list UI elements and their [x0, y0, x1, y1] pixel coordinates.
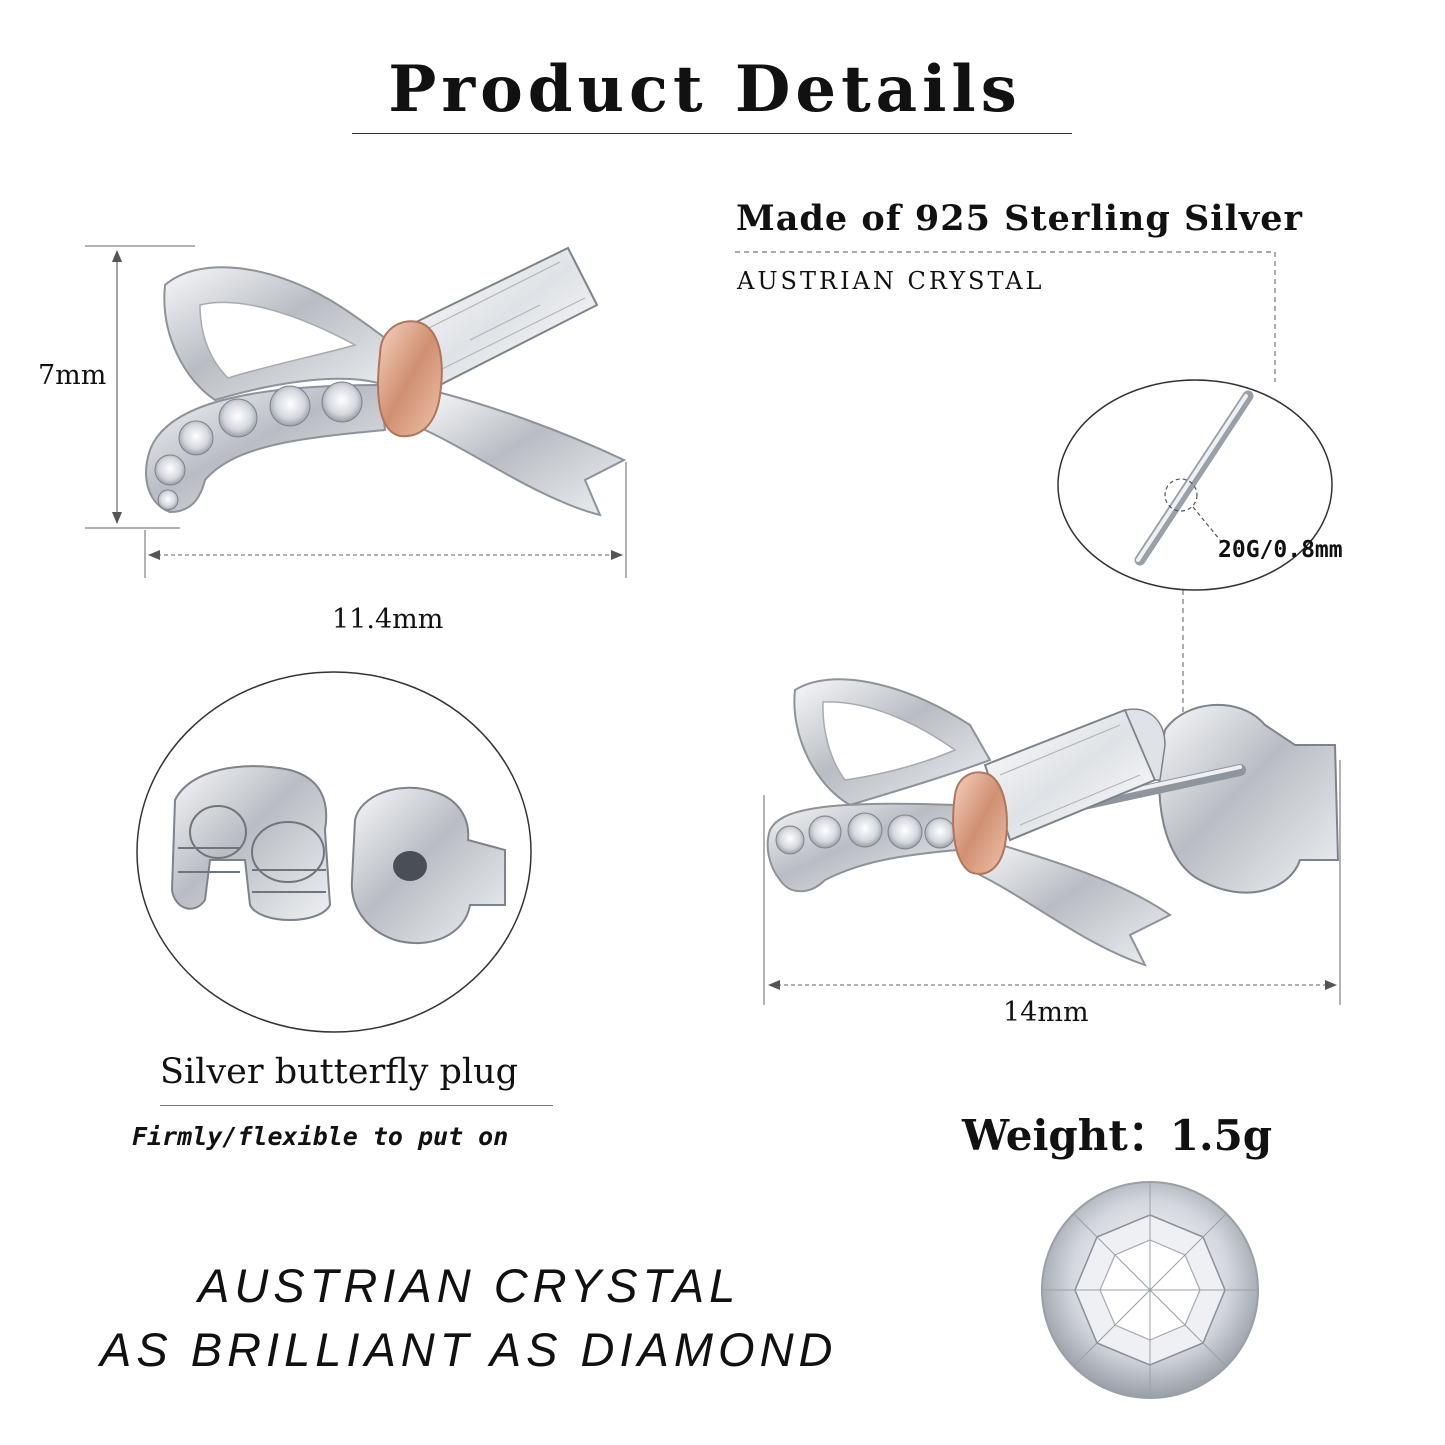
butterfly-plug-circle: [136, 671, 532, 1033]
crystal-tagline-line1: AUSTRIAN CRYSTAL: [198, 1259, 741, 1312]
weight-label: Weight：1.5g: [962, 1111, 1273, 1160]
material-title: Made of 925 Sterling Silver: [736, 198, 1303, 239]
crystal-tagline-line2: AS BRILLIANT AS DIAMOND: [100, 1323, 838, 1376]
height-dimension-label: 7mm: [38, 360, 107, 391]
pin-gauge-label: 20G/0.8mm: [1218, 537, 1343, 563]
page-title: Product Details: [388, 52, 1022, 127]
width-dimension-label: 11.4mm: [332, 604, 444, 635]
plug-divider: [160, 1105, 553, 1106]
round-crystal: [1041, 1181, 1259, 1399]
plug-title: Silver butterfly plug: [160, 1052, 519, 1092]
full-width-dimension-label: 14mm: [1003, 997, 1089, 1028]
title-divider: [352, 133, 1072, 134]
material-subtitle: AUSTRIAN CRYSTAL: [737, 267, 1045, 295]
pin-detail-circle: [1057, 379, 1333, 591]
bow-earring-front-view: [85, 245, 627, 578]
bow-earring-side-view: [763, 678, 1341, 1005]
plug-subtitle: Firmly/flexible to put on: [132, 1122, 509, 1151]
